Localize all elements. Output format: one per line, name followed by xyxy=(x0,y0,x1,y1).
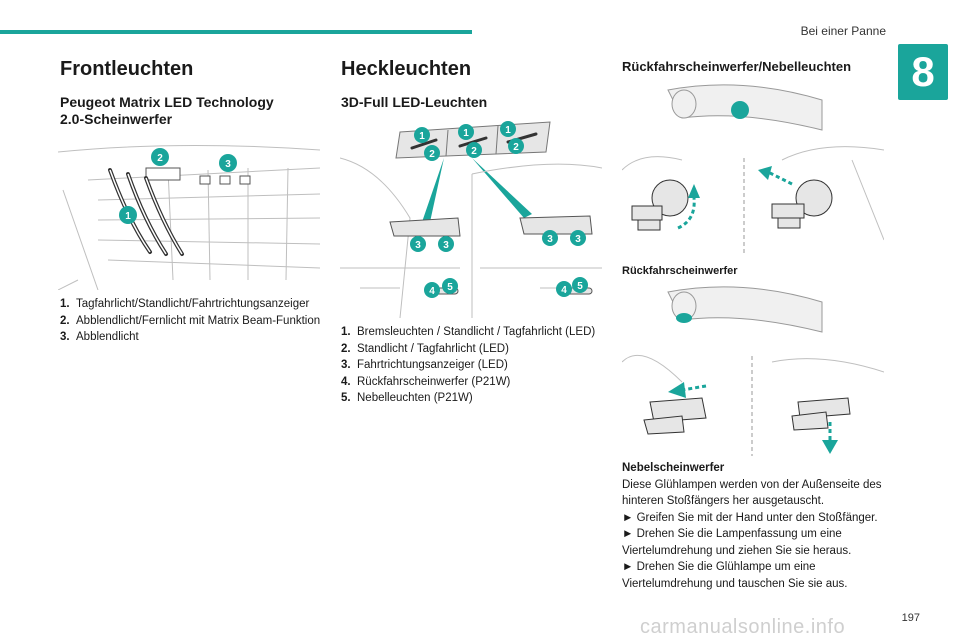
fog-lamp-figure xyxy=(622,286,884,456)
front-legend-item: 3.Abblendlicht xyxy=(60,331,139,343)
front-label-2: 2 xyxy=(157,153,163,164)
rear-label-3d: 3 xyxy=(575,234,581,245)
header-accent-bar xyxy=(0,30,472,34)
rear-label-5b: 5 xyxy=(577,281,583,292)
rear-legend: 1.Bremsleuchten / Standlicht / Tagfahrli… xyxy=(341,324,603,407)
body-intro: Diese Glühlampen werden von der Außensei… xyxy=(622,478,882,508)
rear-label-3b: 3 xyxy=(443,240,449,251)
rear-label-1c: 1 xyxy=(505,125,511,136)
front-label-1: 1 xyxy=(125,211,131,222)
rear-label-2a: 2 xyxy=(429,149,435,160)
subtitle-3d-full-led: 3D-Full LED-Leuchten xyxy=(341,94,488,110)
rear-label-3a: 3 xyxy=(415,240,421,251)
rear-label-4a: 4 xyxy=(429,286,435,297)
page-number: 197 xyxy=(901,612,920,624)
section-title-heckleuchten: Heckleuchten xyxy=(341,58,472,80)
rear-label-5a: 5 xyxy=(447,282,453,293)
rear-label-3c: 3 xyxy=(547,234,553,245)
caption-rueckfahrscheinwerfer: Rückfahrscheinwerfer xyxy=(622,265,738,277)
front-legend-item: 2.Abblendlicht/Fernlicht mit Matrix Beam… xyxy=(60,314,321,327)
rear-legend-item: 2.Standlicht / Tagfahrlicht (LED) xyxy=(341,342,509,355)
front-legend: 1.Tagfahrlicht/Standlicht/Fahrtrichtungs… xyxy=(60,296,322,346)
rear-legend-item: 3.Fahrtrichtungsanzeiger (LED) xyxy=(341,359,508,371)
rear-legend-item: 1.Bremsleuchten / Standlicht / Tagfahrli… xyxy=(341,326,596,338)
rear-label-2b: 2 xyxy=(471,146,477,157)
body-title-nebelscheinwerfer: Nebelscheinwerfer xyxy=(622,462,725,474)
subtitle-matrix-led: Peugeot Matrix LED Technology 2.0-Schein… xyxy=(60,94,274,127)
instruction-step: ► Greifen Sie mit der Hand unter den Sto… xyxy=(622,511,878,524)
rear-legend-item: 5.Nebelleuchten (P21W) xyxy=(341,392,473,404)
rear-label-1b: 1 xyxy=(463,128,469,139)
section-title-rueckfahr-nebel: Rückfahrscheinwerfer/Nebelleuchten xyxy=(622,59,852,74)
header-title: Bei einer Panne xyxy=(800,24,886,38)
instruction-step: ► Drehen Sie die Lampenfassung um eine V… xyxy=(622,528,852,557)
chapter-badge: 8 xyxy=(898,44,948,100)
section-title-frontleuchten: Frontleuchten xyxy=(60,58,194,80)
instruction-step: ► Drehen Sie die Glühlampe um eine Viert… xyxy=(622,561,848,590)
watermark: carmanualsonline.info xyxy=(640,616,846,638)
rear-label-2c: 2 xyxy=(513,142,519,153)
front-label-3: 3 xyxy=(225,159,231,170)
rear-legend-item: 4.Rückfahrscheinwerfer (P21W) xyxy=(341,375,511,388)
rear-label-4b: 4 xyxy=(561,285,567,296)
front-headlight-figure: 2 3 1 xyxy=(58,144,320,290)
rear-label-1a: 1 xyxy=(419,131,425,142)
fog-lamp-instructions: Nebelscheinwerfer Diese Glühlampen werde… xyxy=(622,460,892,592)
rear-lights-figure: 1 2 1 2 1 2 3 3 3 3 4 5 4 5 xyxy=(340,121,602,318)
front-legend-item: 1.Tagfahrlicht/Standlicht/Fahrtrichtungs… xyxy=(60,298,310,310)
reversing-lamp-figure xyxy=(622,84,884,256)
